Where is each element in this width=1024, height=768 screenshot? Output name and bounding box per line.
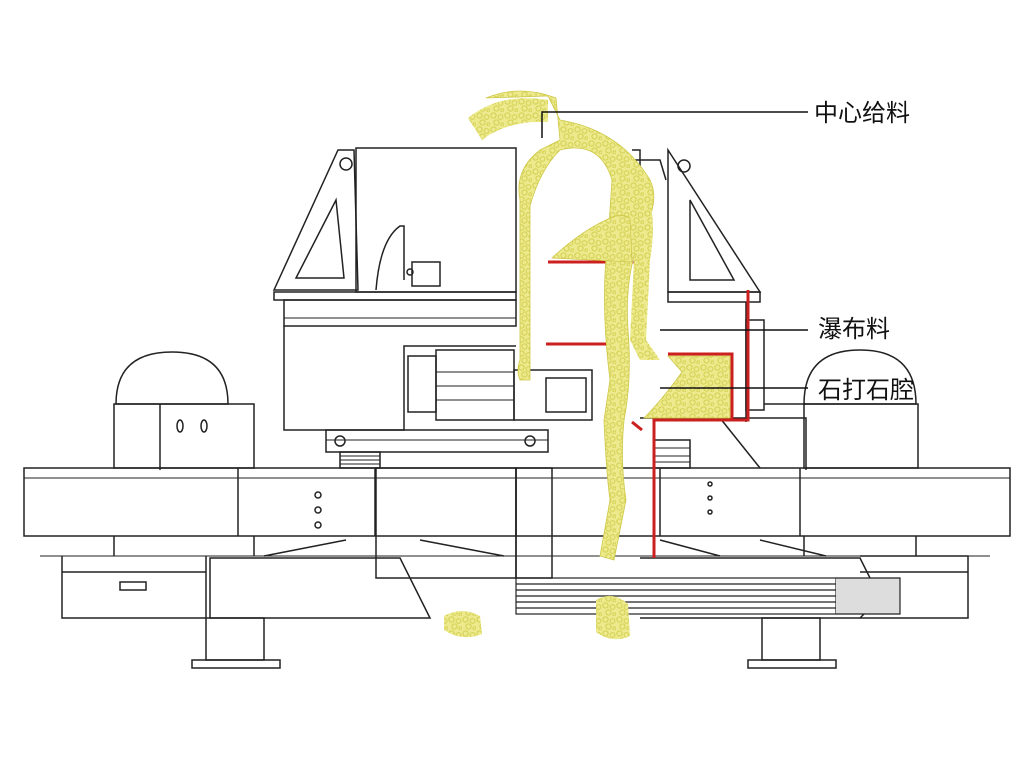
leader-lines [541, 111, 808, 389]
bottom-plates [515, 577, 901, 615]
base-frame [23, 467, 1011, 669]
label-center-feed: 中心给料 [814, 99, 910, 127]
right-motor [803, 349, 919, 556]
label-rock-chamber: 石打石腔 [818, 376, 914, 404]
label-cascade-feed: 瀑布料 [818, 315, 890, 343]
left-motor [113, 351, 255, 556]
material-flow [444, 90, 731, 640]
left-upper-housing [263, 147, 593, 579]
